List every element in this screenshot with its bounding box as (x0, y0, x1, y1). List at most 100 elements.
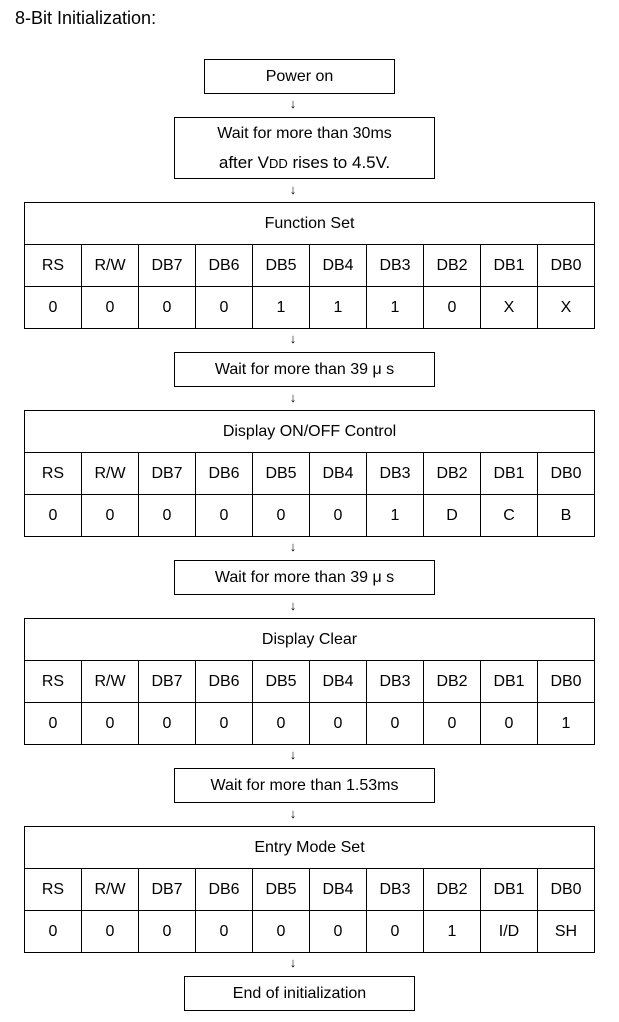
value-cell: 0 (24, 494, 82, 537)
header-cell: DB4 (309, 452, 367, 495)
header-cell: DB2 (423, 244, 481, 287)
value-cell: 0 (24, 286, 82, 329)
value-cell: 0 (423, 702, 481, 745)
header-cell: DB1 (480, 452, 538, 495)
value-cell: 0 (195, 910, 253, 953)
flow-arrow: ↓ (289, 331, 297, 346)
page-title: 8-Bit Initialization: (15, 8, 157, 28)
value-cell: 0 (366, 910, 424, 953)
value-cell: 0 (195, 494, 253, 537)
value-cell: 1 (423, 910, 481, 953)
value-cell: 0 (480, 702, 538, 745)
header-cell: DB1 (480, 244, 538, 287)
flow-arrow: ↓ (289, 182, 297, 197)
header-cell: DB2 (423, 868, 481, 911)
value-cell: 0 (252, 910, 310, 953)
value-row: 0 0 0 0 1 1 1 0 X X (24, 286, 595, 329)
command-name: Function Set (24, 202, 595, 245)
flow-arrow: ↓ (289, 390, 297, 405)
header-cell: DB6 (195, 868, 253, 911)
value-cell: 0 (366, 702, 424, 745)
header-cell: DB7 (138, 452, 196, 495)
power-on-label: Power on (265, 67, 334, 85)
value-cell: I/D (480, 910, 538, 953)
header-cell: DB2 (423, 660, 481, 703)
value-cell: 1 (309, 286, 367, 329)
header-row: RS R/W DB7 DB6 DB5 DB4 DB3 DB2 DB1 DB0 (24, 452, 595, 495)
header-cell: DB1 (480, 660, 538, 703)
header-cell: DB4 (309, 244, 367, 287)
value-cell: 0 (252, 702, 310, 745)
value-cell: 0 (81, 286, 139, 329)
flow-arrow: ↓ (289, 747, 297, 762)
value-cell: 0 (138, 286, 196, 329)
command-name: Display Clear (24, 618, 595, 661)
value-row: 0 0 0 0 0 0 0 0 0 1 (24, 702, 595, 745)
header-cell: DB7 (138, 868, 196, 911)
display-clear-table: Display Clear RS R/W DB7 DB6 DB5 DB4 DB3… (24, 618, 595, 745)
flow-arrow: ↓ (289, 806, 297, 821)
header-cell: DB7 (138, 244, 196, 287)
wait-box: Wait for more than 1.53ms (174, 768, 435, 803)
header-cell: DB5 (252, 244, 310, 287)
value-cell: X (480, 286, 538, 329)
header-cell: R/W (81, 660, 139, 703)
value-cell: 0 (195, 286, 253, 329)
header-cell: R/W (81, 452, 139, 495)
header-cell: DB1 (480, 868, 538, 911)
value-cell: 0 (309, 910, 367, 953)
value-cell: 0 (138, 494, 196, 537)
header-cell: DB0 (537, 452, 595, 495)
value-cell: 0 (138, 910, 196, 953)
value-cell: 1 (252, 286, 310, 329)
header-cell: DB3 (366, 452, 424, 495)
value-cell: 0 (309, 494, 367, 537)
value-cell: D (423, 494, 481, 537)
value-cell: 0 (81, 702, 139, 745)
header-cell: R/W (81, 244, 139, 287)
value-cell: X (537, 286, 595, 329)
flow-arrow: ↓ (289, 598, 297, 613)
header-cell: DB0 (537, 660, 595, 703)
value-cell: 1 (537, 702, 595, 745)
value-cell: 1 (366, 494, 424, 537)
flow-arrow: ↓ (289, 96, 297, 111)
value-cell: C (480, 494, 538, 537)
value-cell: 0 (138, 702, 196, 745)
value-cell: 0 (81, 494, 139, 537)
flow-arrow: ↓ (289, 539, 297, 554)
header-cell: DB7 (138, 660, 196, 703)
wait-label: Wait for more than 39 μ s (214, 568, 395, 586)
wait-power-line1: Wait for more than 30ms (217, 124, 392, 142)
header-cell: DB0 (537, 868, 595, 911)
header-cell: DB2 (423, 452, 481, 495)
value-cell: 0 (81, 910, 139, 953)
value-cell: 0 (252, 494, 310, 537)
header-cell: DB3 (366, 868, 424, 911)
wait-label: Wait for more than 39 μ s (214, 360, 395, 378)
header-row: RS R/W DB7 DB6 DB5 DB4 DB3 DB2 DB1 DB0 (24, 868, 595, 911)
value-row: 0 0 0 0 0 0 1 D C B (24, 494, 595, 537)
value-row: 0 0 0 0 0 0 0 1 I/D SH (24, 910, 595, 953)
command-name: Display ON/OFF Control (24, 410, 595, 453)
value-cell: 0 (309, 702, 367, 745)
power-on-box: Power on (204, 59, 395, 94)
function-set-table: Function Set RS R/W DB7 DB6 DB5 DB4 DB3 … (24, 202, 595, 329)
value-cell: 0 (24, 910, 82, 953)
header-cell: RS (24, 244, 82, 287)
header-cell: DB6 (195, 244, 253, 287)
wait-label: Wait for more than 1.53ms (210, 776, 399, 794)
header-cell: DB4 (309, 660, 367, 703)
entry-mode-set-table: Entry Mode Set RS R/W DB7 DB6 DB5 DB4 DB… (24, 826, 595, 953)
value-cell: 0 (195, 702, 253, 745)
header-cell: R/W (81, 868, 139, 911)
header-cell: DB0 (537, 244, 595, 287)
end-box: End of initialization (184, 976, 415, 1011)
header-cell: DB6 (195, 452, 253, 495)
command-name: Entry Mode Set (24, 826, 595, 869)
wait-box: Wait for more than 39 μ s (174, 352, 435, 387)
header-cell: DB3 (366, 660, 424, 703)
wait-power-box: Wait for more than 30ms after VDD rises … (174, 117, 435, 179)
header-row: RS R/W DB7 DB6 DB5 DB4 DB3 DB2 DB1 DB0 (24, 660, 595, 703)
header-cell: DB5 (252, 868, 310, 911)
